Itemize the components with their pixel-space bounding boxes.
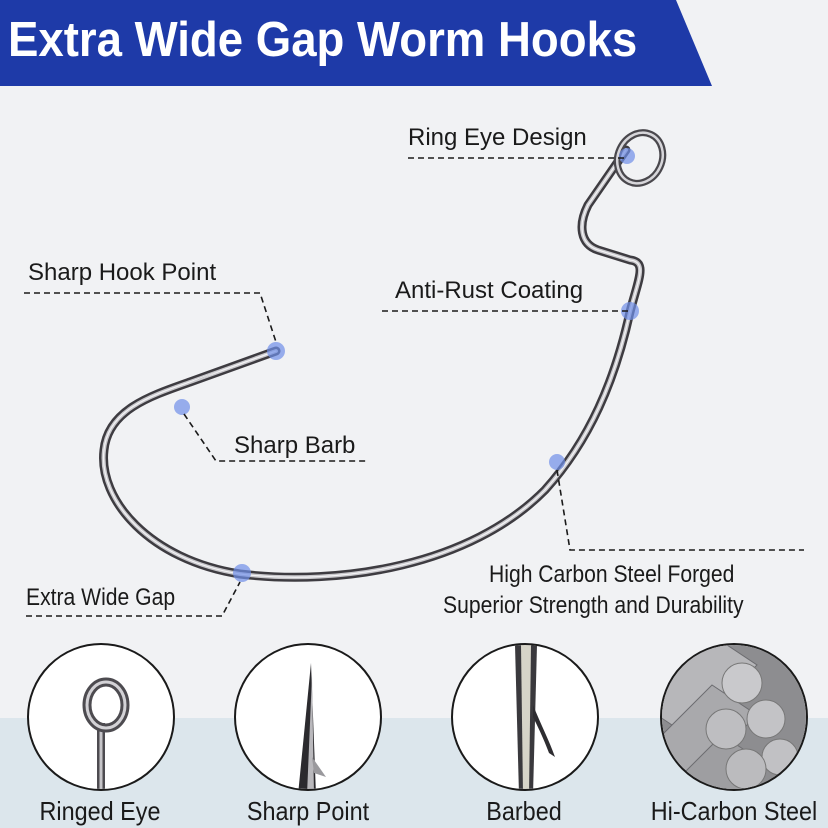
steel-rods-icon <box>662 645 806 789</box>
callout-hook-point: Sharp Hook Point <box>28 259 217 286</box>
sharp-point-icon <box>298 663 326 789</box>
callout-leader-lines <box>24 157 804 617</box>
feature-label-sharp-point: Sharp Point <box>246 796 370 826</box>
hook-barb <box>186 370 222 384</box>
hook-body <box>99 145 645 582</box>
feature-badge-barbed <box>451 643 599 791</box>
title-banner: Extra Wide Gap Worm Hooks <box>0 0 828 88</box>
feature-badge-hi-carbon-steel <box>660 643 808 791</box>
page-title: Extra Wide Gap Worm Hooks <box>8 13 638 67</box>
banner-shape <box>0 0 712 86</box>
callout-barb: Sharp Barb <box>234 432 356 459</box>
callout-wide-gap: Extra Wide Gap <box>26 584 176 611</box>
feature-badge-ringed-eye <box>27 643 175 791</box>
callout-markers <box>174 148 639 582</box>
ringed-eye-icon <box>82 677 130 789</box>
callout-steel-line1: High Carbon Steel Forged <box>489 561 735 588</box>
feature-badge-sharp-point <box>234 643 382 791</box>
feature-label-ringed-eye: Ringed Eye <box>39 796 161 826</box>
callout-ring-eye: Ring Eye Design <box>408 124 587 151</box>
callout-anti-rust: Anti-Rust Coating <box>395 277 584 304</box>
feature-label-barbed: Barbed <box>486 796 562 826</box>
callout-steel-line2: Superior Strength and Durability <box>443 592 744 619</box>
barbed-icon <box>515 645 555 789</box>
feature-label-hi-carbon-steel: Hi-Carbon Steel <box>650 796 818 826</box>
